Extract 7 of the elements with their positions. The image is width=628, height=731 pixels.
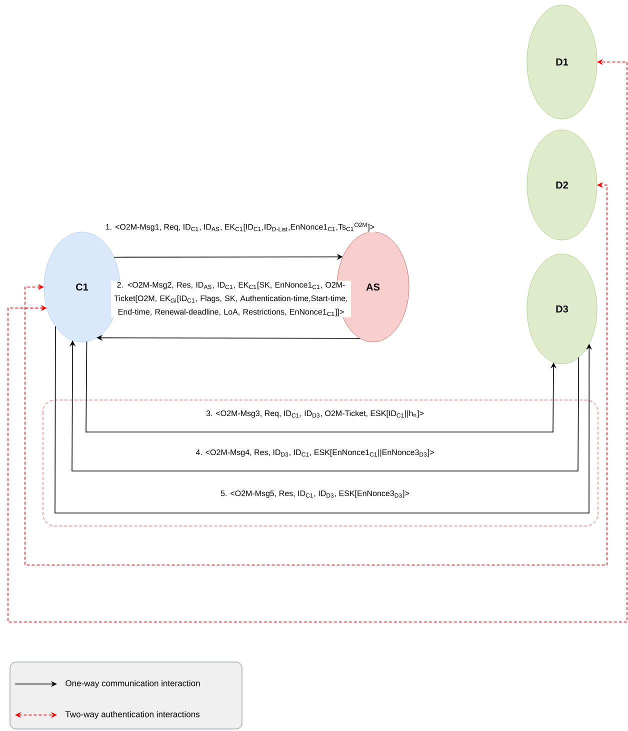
edge-label: 4. <O2M-Msg4, Res, ID$_{D3}$, ID$_{C1}$, ESK[EnNonce1$_{C1}$||EnNonce3$_{D3}$]> — [194, 448, 436, 458]
edge-label: 1. <O2M-Msg1, Req, ID$_{C1}$, ID$_{AS}$, EK$_{C1}$[ID$_{C1}$,ID$_{D-List}$,EnNonce1$_{C1}$,Ts$_{C1}$$^{O2M}$]> — [104, 222, 376, 232]
edge-label: 5. <O2M-Msg5, Res, ID$_{C1}$, ID$_{D3}$, ESK[EnNonce3$_{D3}$]> — [220, 489, 410, 499]
legend-text: Two-way authentication interactions — [65, 711, 200, 719]
edge-label: 2. <O2M-Msg2, Res, ID$_{AS}$, ID$_{C1}$, EK$_{C1}$[SK, EnNonce1$_{C1}$, O2M-Ticket[O2M, EK$_{Gi}$[ID$_{C1}$, Flags, SK, Authentication-time,Start-time, End-time, Renewal-deadline, LoA, Restrictions, EnNonce1$_{C1}$]]> — [111, 280, 351, 318]
legend-text: One-way communication interaction — [66, 680, 200, 688]
edge-label: 3. <O2M-Msg3, Req, ID$_{C1}$, ID$_{D3}$, O2M-Ticket, ESK[ID$_{C1}$||h$_{n}$]> — [205, 409, 425, 419]
